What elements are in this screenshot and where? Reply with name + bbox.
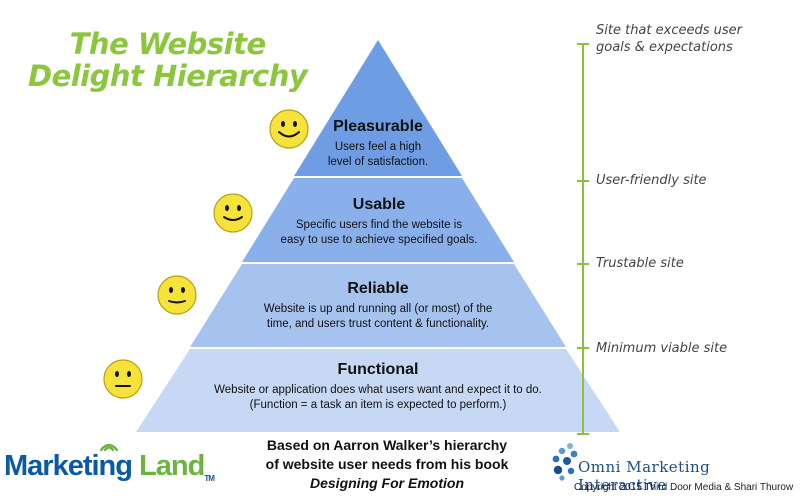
wifi-signal-icon (99, 443, 119, 452)
credit-line-1: Based on Aarron Walker’s hierarchy (266, 437, 508, 453)
scale-label-exceeds-goals: Site that exceeds user goals & expectati… (596, 23, 742, 55)
title-line-2: Delight Hierarchy (28, 59, 308, 93)
title-line-1: The Website (69, 27, 267, 61)
flat-face-icon (103, 359, 143, 399)
satisfaction-scale (577, 43, 589, 435)
pyramid-tier-pleasurable (294, 40, 462, 176)
copyright-notice: Copyright 2015 Third Door Media & Shari … (574, 482, 794, 493)
happy-face-icon (213, 193, 253, 233)
tier-text-pleasurable: Pleasurable Users feel a high level of s… (318, 118, 438, 170)
pyramid-tier-functional (136, 349, 620, 432)
tier-description-functional: Website or application does what users w… (214, 384, 542, 411)
happy-face-icon (269, 109, 309, 149)
trademark-mark: TM (204, 474, 215, 483)
diagram-title: The Website Delight Hierarchy (28, 27, 308, 93)
tier-heading-functional: Functional (337, 361, 419, 378)
scale-label-trustable: Trustable site (596, 256, 684, 271)
omni-dots-logo-icon (552, 443, 578, 481)
marketing-land-logo: Marketing LandTM (4, 443, 215, 483)
tier-text-usable: Usable Specific users find the website i… (276, 196, 482, 248)
neutral-smile-face-icon (157, 275, 197, 315)
tier-heading-pleasurable: Pleasurable (333, 118, 423, 135)
credit-line-2: of website user needs from his book (265, 456, 509, 472)
tier-description-usable: Specific users find the website is easy … (280, 219, 478, 246)
tier-text-functional: Functional Website or application does w… (170, 361, 586, 413)
pyramid-tier-reliable (190, 264, 566, 347)
source-credit: Based on Aarron Walker’s hierarchy of we… (212, 436, 562, 493)
tier-heading-usable: Usable (352, 196, 406, 213)
pyramid-tier-usable (242, 178, 514, 262)
tier-heading-reliable: Reliable (347, 280, 409, 297)
scale-label-user-friendly: User-friendly site (596, 173, 707, 188)
tier-text-reliable: Reliable Website is up and running all (… (222, 280, 534, 332)
omni-marketing-interactive-logo: Omni Marketing Interactive (578, 458, 711, 494)
tier-description-reliable: Website is up and running all (or most) … (263, 303, 493, 330)
book-title: Designing For Emotion (310, 475, 464, 491)
scale-label-minimum-viable: Minimum viable site (596, 341, 728, 356)
tier-description-pleasurable: Users feel a high level of satisfaction. (327, 141, 429, 168)
marketing-land-logo-marketing: Marketing (4, 450, 140, 482)
marketing-land-logo-land: Land (139, 450, 205, 482)
